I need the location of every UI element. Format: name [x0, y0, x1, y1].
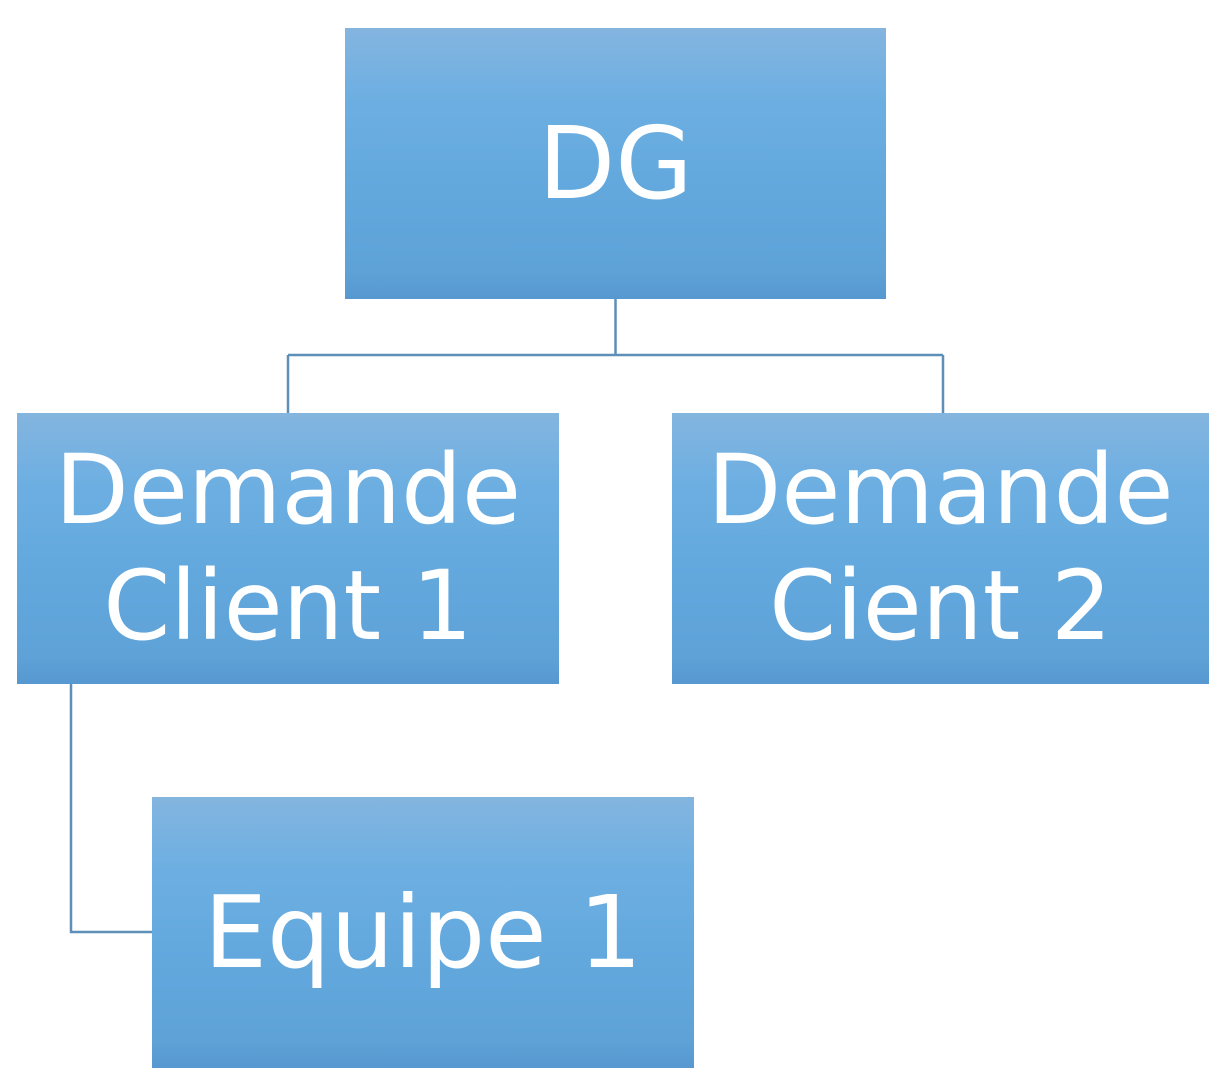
connector-client1-to-equipe1	[69, 684, 152, 934]
demande-client-1-box: Demande Client 1	[17, 413, 559, 684]
demande-client-2-label-line1: Demande	[707, 434, 1174, 547]
dg-label: DG	[538, 105, 693, 222]
equipe-1-box: Equipe 1	[152, 797, 694, 1068]
equipe-1-label: Equipe 1	[203, 873, 643, 991]
demande-client-1-label-line1: Demande	[54, 434, 522, 547]
dg-box: DG	[345, 28, 886, 299]
demande-client-2-box: Demande Cient 2	[672, 413, 1209, 684]
demande-client-1-label-line2: Client 1	[103, 549, 473, 662]
connector-dg-to-level1	[286, 299, 945, 413]
demande-client-2-label-line2: Cient 2	[769, 549, 1112, 662]
